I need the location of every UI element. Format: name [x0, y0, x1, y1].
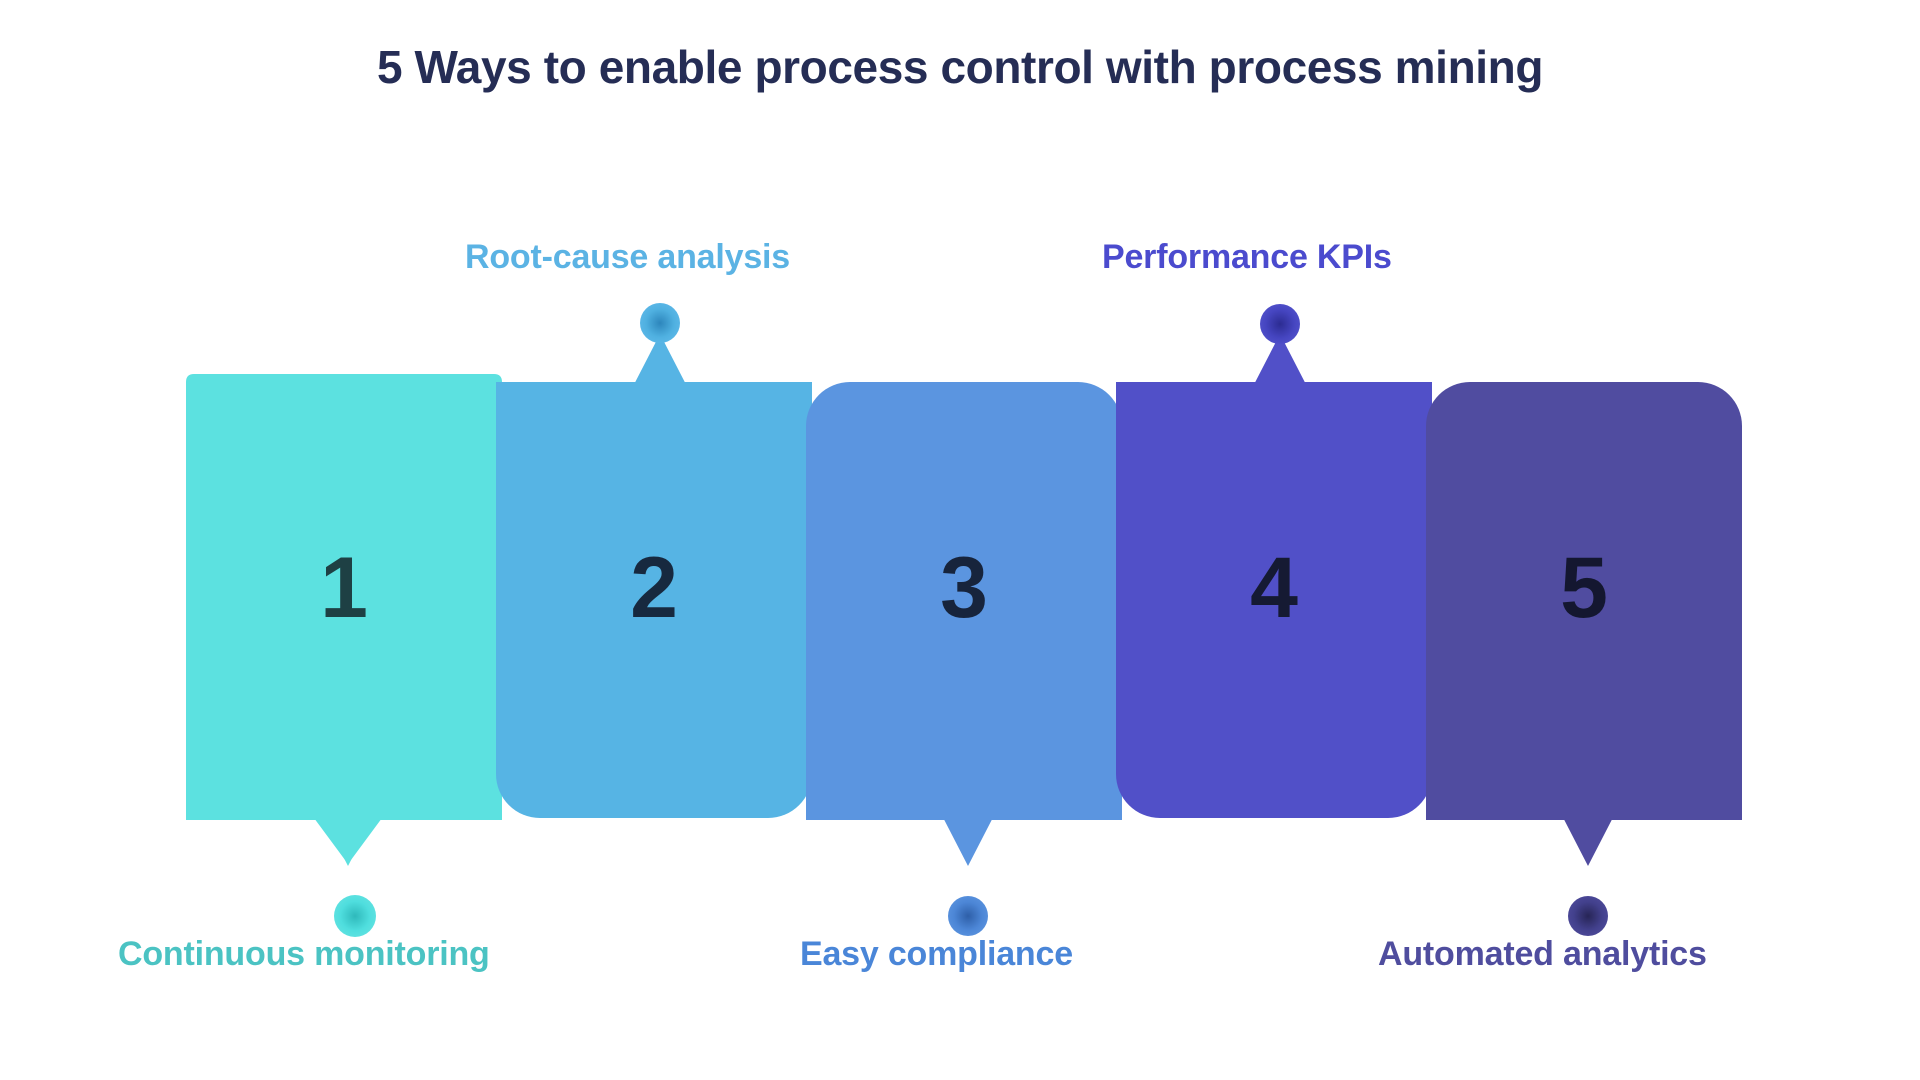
step-card-3[interactable]: [806, 382, 1122, 866]
connector-dot-1: [334, 895, 376, 937]
connector-dot-5: [1568, 896, 1608, 936]
step-number-3: 3: [940, 540, 988, 636]
step-label-easy-compliance: Easy compliance: [800, 935, 1073, 973]
step-label-performance-kpis: Performance KPIs: [1102, 238, 1392, 276]
page-title: 5 Ways to enable process control with pr…: [376, 41, 1544, 93]
step-number-5: 5: [1560, 540, 1608, 636]
step-number-2: 2: [630, 540, 678, 636]
step-card-5[interactable]: [1426, 382, 1742, 866]
connector-dot-2: [640, 303, 680, 343]
connector-dot-4: [1260, 304, 1300, 344]
step-card-4[interactable]: [1116, 334, 1432, 818]
step-label-root-cause-analysis: Root-cause analysis: [465, 238, 790, 276]
step-label-continuous-monitoring: Continuous monitoring: [118, 935, 490, 973]
step-number-4: 4: [1250, 540, 1298, 636]
step-card-1[interactable]: [186, 374, 502, 866]
step-number-1: 1: [320, 540, 368, 636]
step-label-automated-analytics: Automated analytics: [1378, 935, 1707, 973]
connector-dot-3: [948, 896, 988, 936]
step-card-2[interactable]: [496, 334, 812, 818]
